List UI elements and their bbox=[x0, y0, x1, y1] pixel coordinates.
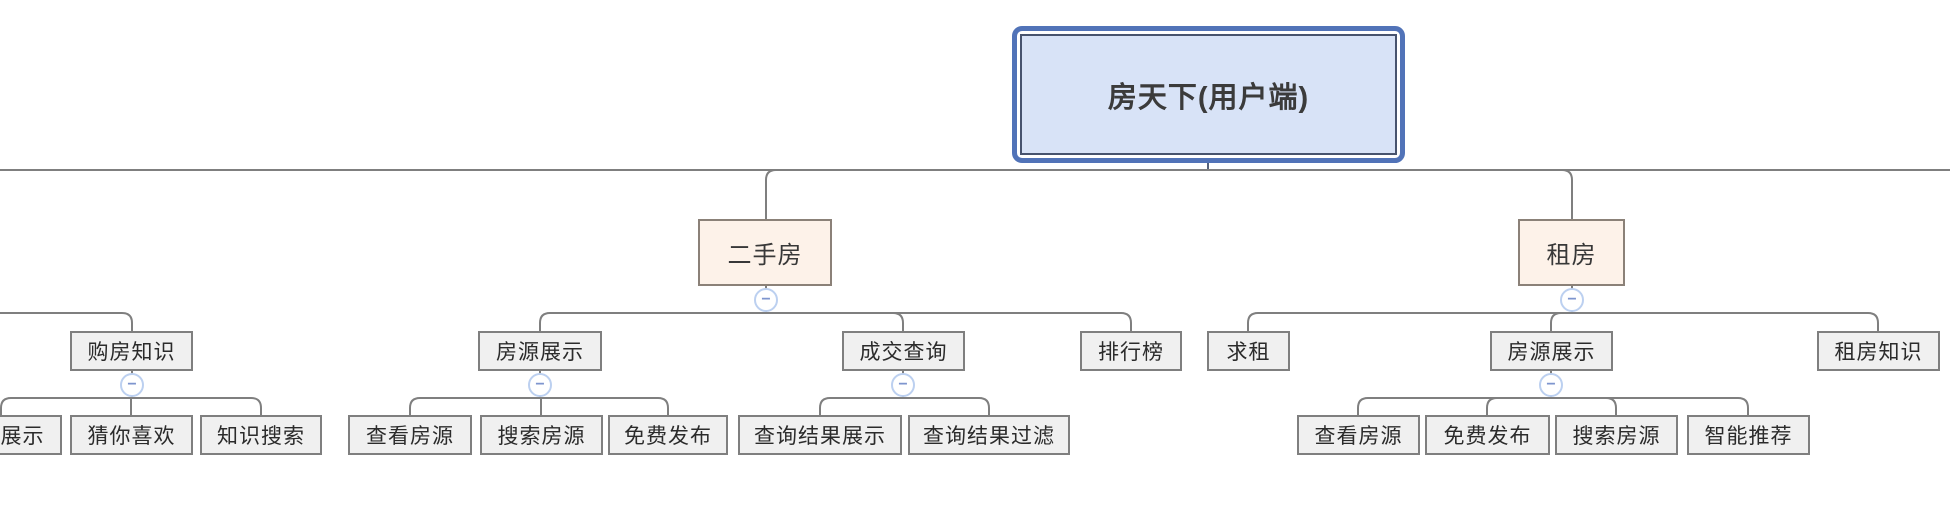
node-knowledge-search[interactable]: 知识搜索 bbox=[200, 415, 322, 455]
connector-smart-recommend bbox=[1551, 397, 1749, 415]
connector-query-result-display bbox=[819, 397, 903, 415]
node-deal-query[interactable]: 成交查询 bbox=[842, 331, 965, 371]
node-query-result-filter[interactable]: 查询结果过滤 bbox=[908, 415, 1070, 455]
connector-buy-knowledge bbox=[0, 312, 133, 331]
node-rent-listing-display[interactable]: 房源展示 bbox=[1490, 331, 1613, 371]
node-rent-search-listing[interactable]: 搜索房源 bbox=[1555, 415, 1678, 455]
node-free-publish[interactable]: 免费发布 bbox=[608, 415, 728, 455]
node-ranking[interactable]: 排行榜 bbox=[1080, 331, 1182, 371]
node-rent-knowledge[interactable]: 租房知识 bbox=[1817, 331, 1940, 371]
node-rent-free-publish[interactable]: 免费发布 bbox=[1425, 415, 1550, 455]
connector-ranking bbox=[766, 312, 1132, 331]
connector-query-result-filter bbox=[903, 397, 990, 415]
node-query-result-display[interactable]: 查询结果展示 bbox=[738, 415, 902, 455]
node-guess-you-like[interactable]: 猜你喜欢 bbox=[70, 415, 193, 455]
node-rent-view-listing[interactable]: 查看房源 bbox=[1297, 415, 1420, 455]
collapse-minus-icon-secondhand[interactable]: − bbox=[754, 288, 778, 312]
node-search-listing[interactable]: 搜索房源 bbox=[480, 415, 603, 455]
node-rent-house[interactable]: 租房 bbox=[1518, 219, 1625, 286]
connector-rent-free-publish bbox=[1486, 397, 1551, 415]
collapse-minus-icon-listing-display[interactable]: − bbox=[528, 373, 552, 397]
connector-rent bbox=[1208, 169, 1573, 219]
node-listing-display[interactable]: 房源展示 bbox=[478, 331, 602, 371]
connector-deal-query bbox=[766, 312, 904, 331]
connector-knowledge-display bbox=[0, 397, 132, 415]
connector-view-listing bbox=[409, 397, 540, 415]
connector-rent-listing-display bbox=[1550, 312, 1572, 331]
connector-seek-rent bbox=[1247, 312, 1572, 331]
connector-rent-search-listing bbox=[1551, 397, 1617, 415]
root-node-label: 房天下(用户端) bbox=[1020, 34, 1397, 155]
connector-free-publish bbox=[540, 397, 669, 415]
node-buy-knowledge[interactable]: 购房知识 bbox=[70, 331, 193, 371]
collapse-minus-icon-deal-query[interactable]: − bbox=[891, 373, 915, 397]
connector-knowledge-search bbox=[132, 397, 262, 415]
node-seek-rent[interactable]: 求租 bbox=[1207, 331, 1290, 371]
collapse-minus-icon-rent-listing[interactable]: − bbox=[1539, 373, 1563, 397]
root-node[interactable]: 房天下(用户端) bbox=[1012, 26, 1405, 163]
connector-rent-knowledge bbox=[1572, 312, 1879, 331]
connector-rent-view-listing bbox=[1357, 397, 1551, 415]
connector-guess-you-like bbox=[130, 397, 132, 415]
connector-listing-display bbox=[539, 312, 766, 331]
node-secondhand-house[interactable]: 二手房 bbox=[698, 219, 832, 286]
node-view-listing[interactable]: 查看房源 bbox=[348, 415, 472, 455]
collapse-minus-icon-buy-knowledge[interactable]: − bbox=[120, 373, 144, 397]
node-smart-recommend[interactable]: 智能推荐 bbox=[1687, 415, 1810, 455]
collapse-minus-icon-rent[interactable]: − bbox=[1560, 288, 1584, 312]
connector-secondhand bbox=[765, 169, 1208, 219]
